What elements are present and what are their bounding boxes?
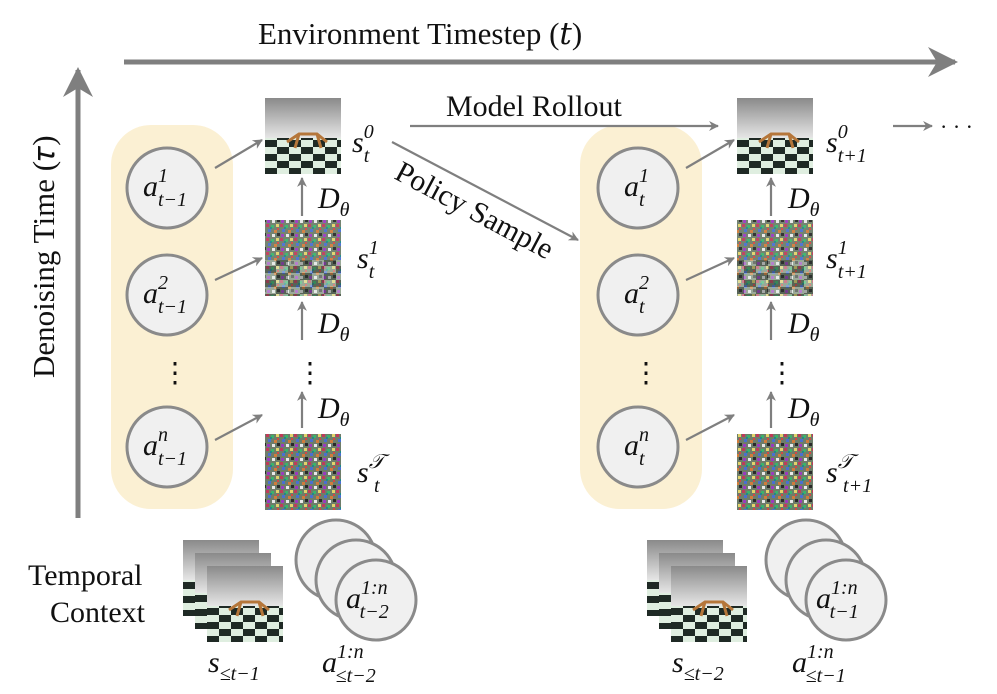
svg-text:Dθ: Dθ [787,392,820,431]
svg-text:a1t: a1t [624,165,649,211]
context-state-stack-t1 [645,538,749,644]
temporal-context-label: Temporal [28,559,143,592]
svg-text:Dθ: Dθ [317,307,350,346]
context-action-label-t1: a1:n≤t−1 [792,641,846,687]
context-state-label-t: s≤t−1 [208,646,260,685]
svg-text:ant: ant [624,424,649,470]
svg-text:a1t−1: a1t−1 [143,165,187,211]
svg-text:Dθ: Dθ [317,392,350,431]
state-image-t1-T [737,434,813,510]
state-image-t-T [265,434,341,510]
context-action-label-t: a1:n≤t−2 [322,641,376,687]
svg-text:a2t: a2t [624,272,649,318]
policy-sample-arrow [391,141,579,241]
policy-sample-label: Policy Sample [390,155,559,266]
svg-text:a1:nt−1: a1:nt−1 [816,577,859,623]
context-state-label-t1: s≤t−2 [672,646,724,685]
ellipsis-states-t1: ⋮ [768,358,796,389]
state-image-t1-0 [735,96,815,176]
svg-text:Dθ: Dθ [787,307,820,346]
svg-text:a1:nt−2: a1:nt−2 [346,577,389,623]
state-image-t-0 [263,96,343,176]
time-axis-label: Environment Timestep (𝑡) [258,16,582,51]
denoise-axis-label: Denoising Time (𝜏) [26,135,61,378]
context-state-stack-t [181,538,285,644]
svg-text:a2t−1: a2t−1 [143,272,187,318]
ellipsis-states-t: ⋮ [296,358,324,389]
ellipsis-actions-t1: ⋮ [632,358,660,389]
svg-text:ant−1: ant−1 [143,424,187,470]
model-rollout-label: Model Rollout [446,90,623,123]
ellipsis-actions-t: ⋮ [161,358,189,389]
svg-text:Dθ: Dθ [317,182,350,221]
temporal-context-label-2: Context [50,596,146,629]
continuation-dots: · · · [940,114,973,139]
svg-text:Dθ: Dθ [787,182,820,221]
